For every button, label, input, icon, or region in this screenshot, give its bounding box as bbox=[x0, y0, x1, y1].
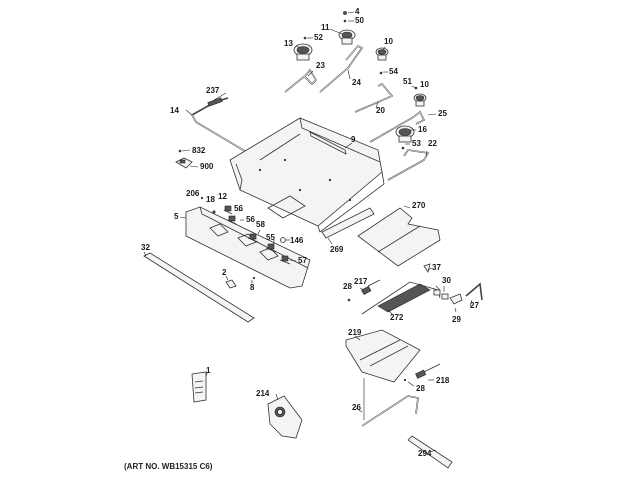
burner-box-9[interactable] bbox=[229, 117, 385, 233]
part-label-11: 11 bbox=[321, 23, 330, 32]
leader-lines bbox=[143, 11, 473, 453]
screw-50[interactable] bbox=[343, 19, 347, 23]
part-label-8: 8 bbox=[250, 283, 255, 292]
bake-burner-26[interactable] bbox=[361, 378, 419, 427]
screw-53[interactable] bbox=[401, 146, 405, 150]
part-label-18: 18 bbox=[206, 195, 215, 204]
part-label-294: 294 bbox=[418, 449, 432, 458]
part-label-14: 14 bbox=[170, 106, 179, 115]
burner-head-10-rear[interactable] bbox=[375, 47, 389, 61]
part-label-12: 12 bbox=[218, 192, 227, 201]
valve-58[interactable] bbox=[247, 233, 259, 243]
burner-tube-22[interactable] bbox=[387, 149, 430, 181]
heat-shield-269[interactable] bbox=[321, 207, 375, 239]
screw-8[interactable] bbox=[252, 276, 256, 280]
broil-shield-270[interactable] bbox=[357, 207, 441, 267]
part-label-217: 217 bbox=[354, 277, 368, 286]
part-label-56-upper: 56 bbox=[234, 204, 243, 213]
screw-18[interactable] bbox=[212, 210, 216, 214]
screw-28-upper[interactable] bbox=[347, 298, 351, 302]
part-label-28-lower: 28 bbox=[416, 384, 425, 393]
part-label-55: 55 bbox=[266, 233, 275, 242]
valve-57[interactable] bbox=[279, 255, 291, 265]
literature-booklet-1[interactable] bbox=[191, 371, 207, 403]
screw-52[interactable] bbox=[303, 36, 307, 40]
part-label-1: 1 bbox=[206, 366, 211, 375]
part-label-52: 52 bbox=[314, 33, 323, 42]
part-label-10-rear: 10 bbox=[384, 37, 393, 46]
part-label-4: 4 bbox=[355, 7, 360, 16]
part-label-58: 58 bbox=[256, 220, 265, 229]
igniter-218[interactable] bbox=[415, 363, 441, 379]
art-number-caption: (ART NO. WB15315 C6) bbox=[124, 462, 213, 471]
part-label-26: 26 bbox=[352, 403, 361, 412]
part-label-23: 23 bbox=[316, 61, 325, 70]
part-label-272: 272 bbox=[390, 313, 404, 322]
part-label-27: 27 bbox=[470, 301, 479, 310]
burner-tube-23[interactable] bbox=[284, 68, 318, 93]
part-label-56-lower: 56 bbox=[246, 215, 255, 224]
part-label-53: 53 bbox=[412, 139, 421, 148]
screw-4[interactable] bbox=[343, 11, 347, 15]
fitting-29[interactable] bbox=[449, 293, 463, 305]
part-label-54: 54 bbox=[389, 67, 398, 76]
bracket-900[interactable] bbox=[175, 157, 193, 169]
part-label-237: 237 bbox=[206, 86, 220, 95]
part-label-20: 20 bbox=[376, 106, 385, 115]
orifice-30[interactable] bbox=[433, 289, 449, 300]
bracket-37[interactable] bbox=[423, 263, 431, 273]
igniter-217[interactable] bbox=[361, 279, 381, 296]
panel-strip-32[interactable] bbox=[143, 252, 255, 323]
part-label-22: 22 bbox=[428, 139, 437, 148]
knob-2[interactable] bbox=[225, 279, 237, 289]
part-label-30: 30 bbox=[442, 276, 451, 285]
part-label-10-front: 10 bbox=[420, 80, 429, 89]
part-label-5: 5 bbox=[174, 212, 179, 221]
part-label-50: 50 bbox=[355, 16, 364, 25]
burner-head-10-front[interactable] bbox=[413, 93, 427, 107]
part-label-270: 270 bbox=[412, 201, 426, 210]
part-label-28-upper: 28 bbox=[343, 282, 352, 291]
screw-54[interactable] bbox=[379, 71, 383, 75]
clip-146[interactable] bbox=[280, 237, 286, 243]
part-label-218: 218 bbox=[436, 376, 450, 385]
burner-head-13[interactable] bbox=[293, 43, 313, 61]
burner-head-11[interactable] bbox=[338, 29, 356, 45]
burner-tube-24[interactable] bbox=[319, 45, 364, 93]
part-label-832: 832 bbox=[192, 146, 206, 155]
valve-assembly-214[interactable] bbox=[267, 395, 303, 439]
manifold-panel-5[interactable] bbox=[185, 206, 311, 289]
burner-tube-20[interactable] bbox=[354, 83, 394, 113]
part-label-206: 206 bbox=[186, 189, 200, 198]
part-label-269: 269 bbox=[330, 245, 344, 254]
part-label-9: 9 bbox=[351, 135, 356, 144]
part-label-2: 2 bbox=[222, 268, 227, 277]
screw-28-lower[interactable] bbox=[403, 378, 407, 382]
part-label-900: 900 bbox=[200, 162, 214, 171]
part-label-13: 13 bbox=[284, 39, 293, 48]
burner-tube-25[interactable] bbox=[369, 110, 426, 143]
screw-206[interactable] bbox=[200, 196, 204, 200]
part-label-51: 51 bbox=[403, 77, 412, 86]
valve-56-lower[interactable] bbox=[227, 215, 237, 225]
broil-burner-272[interactable] bbox=[361, 281, 441, 315]
valve-55[interactable] bbox=[265, 243, 277, 253]
part-label-214: 214 bbox=[256, 389, 270, 398]
fitting-237[interactable] bbox=[207, 97, 223, 107]
part-label-16: 16 bbox=[418, 125, 427, 134]
part-label-37: 37 bbox=[432, 263, 441, 272]
part-label-24: 24 bbox=[352, 78, 361, 87]
part-label-57: 57 bbox=[298, 256, 307, 265]
screw-832[interactable] bbox=[178, 149, 182, 153]
part-label-25: 25 bbox=[438, 109, 447, 118]
part-label-146: 146 bbox=[290, 236, 304, 245]
part-label-219: 219 bbox=[348, 328, 362, 337]
bake-shield-219[interactable] bbox=[345, 329, 421, 383]
valve-56-upper[interactable] bbox=[223, 205, 233, 215]
burner-head-16[interactable] bbox=[395, 125, 415, 143]
part-label-29: 29 bbox=[452, 315, 461, 324]
part-label-32: 32 bbox=[141, 243, 150, 252]
tube-27[interactable] bbox=[465, 282, 483, 301]
